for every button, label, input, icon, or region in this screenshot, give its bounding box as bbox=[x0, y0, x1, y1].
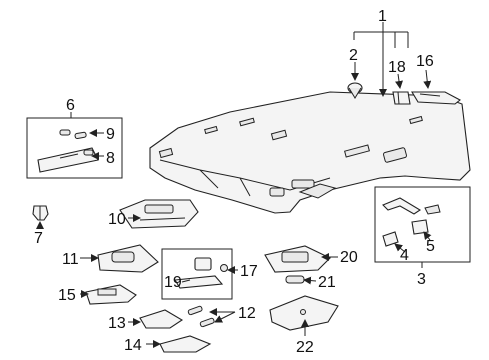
callout-6: 6 bbox=[66, 97, 75, 114]
cover-part-14 bbox=[159, 335, 212, 353]
callout-18: 18 bbox=[388, 59, 406, 76]
callout-3: 3 bbox=[417, 271, 426, 288]
callout-15: 15 bbox=[58, 287, 76, 304]
bulb-part-12 bbox=[187, 305, 215, 328]
lens-part-22 bbox=[269, 295, 339, 331]
clip-part-4 bbox=[382, 231, 399, 247]
callout-5: 5 bbox=[426, 238, 435, 255]
callout-14: 14 bbox=[124, 337, 142, 354]
callout-11: 11 bbox=[62, 251, 79, 268]
overhead-console-part-10 bbox=[119, 199, 199, 229]
callout-21: 21 bbox=[318, 274, 336, 291]
lamp-part-11 bbox=[97, 244, 159, 273]
bulb-part-21 bbox=[285, 275, 305, 284]
callout-8: 8 bbox=[106, 150, 115, 167]
callout-7: 7 bbox=[34, 230, 43, 247]
sunvisor-group-box bbox=[26, 117, 123, 179]
callout-1: 1 bbox=[378, 8, 387, 25]
sunvisor-part bbox=[37, 129, 99, 173]
clip-part-2 bbox=[347, 82, 363, 99]
callout-4: 4 bbox=[400, 247, 409, 264]
screw-part-17 bbox=[220, 264, 228, 272]
lamp-part-15 bbox=[85, 284, 137, 305]
cap-part-5 bbox=[411, 219, 429, 235]
bracket-part-18 bbox=[392, 91, 411, 105]
switch-part-19 bbox=[174, 257, 224, 289]
assist-handle-part bbox=[382, 197, 441, 215]
callout-10: 10 bbox=[108, 211, 126, 228]
callout-22: 22 bbox=[296, 339, 314, 356]
trim-part-16 bbox=[411, 91, 461, 105]
callout-20: 20 bbox=[340, 249, 358, 266]
callout-9: 9 bbox=[106, 126, 115, 143]
callout-12: 12 bbox=[238, 305, 256, 322]
screw-part-8 bbox=[83, 149, 94, 156]
bracket-part-7 bbox=[32, 205, 49, 221]
dome-lamp-part-20 bbox=[264, 245, 331, 273]
headliner-part bbox=[149, 91, 471, 214]
lens-part-13 bbox=[139, 309, 184, 329]
callout-2: 2 bbox=[349, 47, 358, 64]
callout-17: 17 bbox=[240, 263, 258, 280]
callout-19: 19 bbox=[164, 274, 182, 291]
switch-group-box bbox=[161, 248, 233, 300]
callout-13: 13 bbox=[108, 315, 126, 332]
callout-16: 16 bbox=[416, 53, 434, 70]
